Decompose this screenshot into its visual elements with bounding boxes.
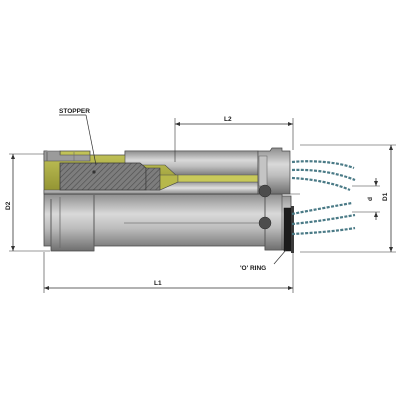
stopper-part: [59, 162, 161, 191]
collet-body: [43, 193, 292, 252]
spring-coils-upper: [291, 160, 356, 192]
dimension-l1: L1: [43, 252, 294, 293]
stopper-label: STOPPER: [59, 108, 90, 115]
dimension-d: d: [352, 178, 380, 220]
dimension-d2: D2: [5, 153, 50, 252]
dimension-d2-label: D2: [5, 201, 12, 210]
spring-coils-lower: [291, 201, 356, 236]
stopper-callout: STOPPER: [59, 108, 97, 166]
dimension-l1-label: L1: [154, 280, 162, 287]
dimension-d1-label: D1: [382, 192, 389, 201]
o-ring-label: 'O' RING: [240, 265, 266, 272]
collet-front-jaw: [124, 147, 291, 230]
o-ring-callout: 'O' RING: [240, 249, 287, 272]
dimension-l2: L2: [174, 116, 294, 162]
dimension-l2-label: L2: [224, 116, 232, 123]
o-ring: [283, 206, 294, 253]
dimension-d-label: d: [367, 197, 374, 201]
dimension-d1: D1: [300, 144, 396, 253]
